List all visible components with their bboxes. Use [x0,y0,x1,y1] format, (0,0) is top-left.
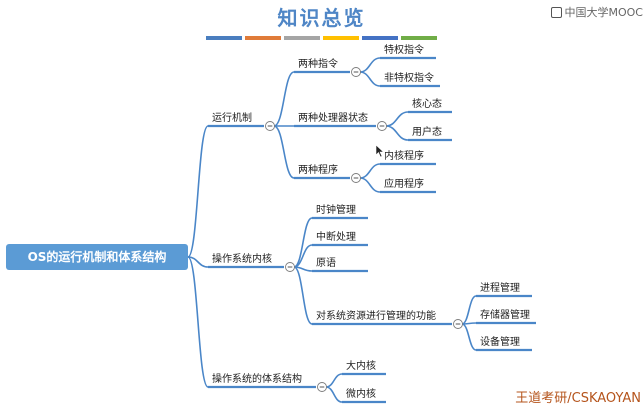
node-2-4-label: 对系统资源进行管理的功能 [316,309,436,322]
collapse-toggle-icon[interactable] [285,262,295,272]
leaf-connector [461,295,477,325]
header-color-bar [284,36,320,40]
root-node [6,244,188,270]
collapse-toggle-icon[interactable] [377,121,387,131]
leaf-connector [385,111,409,127]
watermark-text: 中国大学MOOC [564,6,643,19]
leaf-connector [359,57,381,73]
leaf-connector [461,323,477,351]
collapse-toggle-icon[interactable] [351,67,361,77]
watermark: 中国大学MOOC [550,4,643,20]
leaf-connector [359,71,381,87]
node-3-2-label: 微内核 [346,387,376,400]
leaf-1-2-1-label: 核心态 [412,97,442,110]
page-title: 知识总览 [277,6,366,30]
footer-watermark: 王道考研/CSKAOYAN [515,391,641,406]
logo-icon [550,6,562,18]
root-node-label: OS的运行机制和体系结构 [28,249,167,264]
node-1-1-label: 两种指令 [298,57,338,70]
leaf-1-1-1-label: 特权指令 [384,43,424,56]
branch-connector [325,386,343,403]
branch-3-label: 操作系统的体系结构 [212,372,302,385]
header-color-bar [401,36,437,40]
collapse-toggle-icon[interactable] [317,382,327,392]
leaf-connector [359,177,381,193]
leaf-connector [385,125,409,141]
leaf-1-3-2-label: 应用程序 [384,177,424,190]
header-color-bar [323,36,359,40]
mouse-cursor-icon [375,144,385,158]
branch-connector [293,217,313,268]
collapse-toggle-icon[interactable] [453,319,463,329]
branch-connector [325,373,343,388]
node-3-1-label: 大内核 [346,359,376,372]
collapse-toggle-icon[interactable] [265,121,275,131]
leaf-2-4-1-label: 进程管理 [480,281,520,294]
node-2-2-label: 中断处理 [316,230,356,243]
root-connector [187,256,209,388]
branch-1-label: 运行机制 [212,111,252,124]
leaf-connector [359,163,381,179]
leaf-2-4-3-label: 设备管理 [480,335,520,348]
leaf-2-4-2-label: 存储器管理 [480,308,530,321]
root-connector [187,256,209,268]
leaf-1-3-1-label: 内核程序 [384,149,424,162]
header-color-bar [245,36,281,40]
root-connector [187,125,209,258]
branch-connector [273,71,295,127]
node-2-3-label: 原语 [316,257,336,269]
node-1-3-label: 两种程序 [298,163,338,176]
branch-connector [273,125,295,179]
branch-2-label: 操作系统内核 [212,252,272,265]
branch-connector [293,266,313,325]
leaf-1-1-2-label: 非特权指令 [384,71,434,84]
collapse-toggle-icon[interactable] [351,173,361,183]
node-2-1-label: 时钟管理 [316,203,356,216]
leaf-1-2-2-label: 用户态 [412,125,442,138]
header-color-bar [362,36,398,40]
header-color-bar [206,36,242,40]
node-1-2-label: 两种处理器状态 [298,111,368,124]
